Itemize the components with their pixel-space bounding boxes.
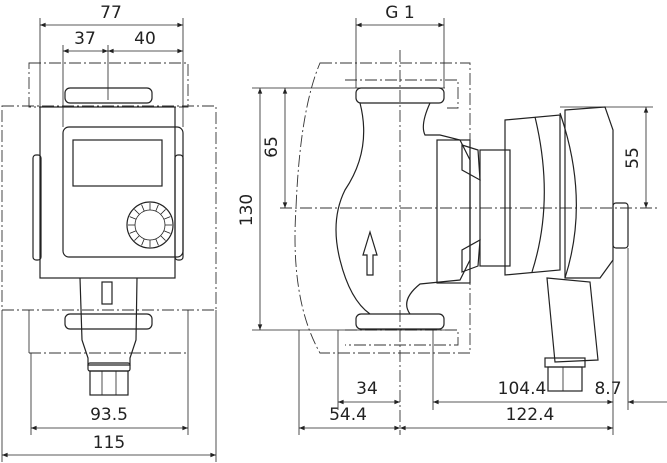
flow-direction-arrow-icon <box>362 229 378 276</box>
dim-37: 37 <box>74 29 96 49</box>
top-pipe-flange <box>64 87 153 104</box>
dim-104-4: 104.4 <box>498 379 547 399</box>
dim-122-4: 122.4 <box>506 405 555 425</box>
display <box>72 139 163 187</box>
dim-93-5: 93.5 <box>90 405 128 425</box>
side-connector-plug <box>547 366 583 392</box>
motor-neck <box>479 149 511 267</box>
knob-tick <box>141 204 145 212</box>
control-panel <box>62 126 184 258</box>
dim-115: 115 <box>93 433 125 453</box>
knob-tick <box>134 235 140 241</box>
volute-curve <box>335 102 371 315</box>
pump-body <box>39 106 176 279</box>
connector-plug <box>89 370 129 396</box>
knob-tick <box>155 238 159 246</box>
dim-77: 77 <box>100 3 122 23</box>
venting-knob <box>612 202 629 249</box>
outlet-flange <box>355 313 445 330</box>
dim-g1: G 1 <box>385 3 414 23</box>
bottom-pipe-flange <box>64 313 153 330</box>
control-knob <box>126 201 174 249</box>
dim-65: 65 <box>262 136 282 158</box>
dim-40: 40 <box>134 29 156 49</box>
dim-130: 130 <box>237 194 257 226</box>
dim-54-4: 54.4 <box>329 405 367 425</box>
side-view: G 1 130 65 55 34 54.4 104.4 8.7 122.4 <box>237 3 667 435</box>
knob-tick <box>141 238 145 246</box>
knob-tick <box>155 204 159 212</box>
top-flange-outline <box>28 62 189 108</box>
housing-outline <box>1 105 217 311</box>
front-view: 77 37 40 93.5 115 <box>1 3 217 462</box>
knob-tick <box>163 230 171 234</box>
dim-55: 55 <box>623 147 643 169</box>
cable-connector <box>79 277 138 366</box>
knob-tick <box>163 216 171 220</box>
pump-housing-outline <box>294 62 471 354</box>
dim-34: 34 <box>356 379 378 399</box>
motor-housing <box>504 114 561 276</box>
knob-tick <box>160 209 166 215</box>
knob-tick <box>129 230 137 234</box>
side-connector <box>546 277 599 363</box>
knob-tick <box>134 209 140 215</box>
knob-tick <box>129 216 137 220</box>
knob-tick <box>160 235 166 241</box>
pump-flange-plate <box>436 139 471 284</box>
dim-8-7: 8.7 <box>594 379 621 399</box>
